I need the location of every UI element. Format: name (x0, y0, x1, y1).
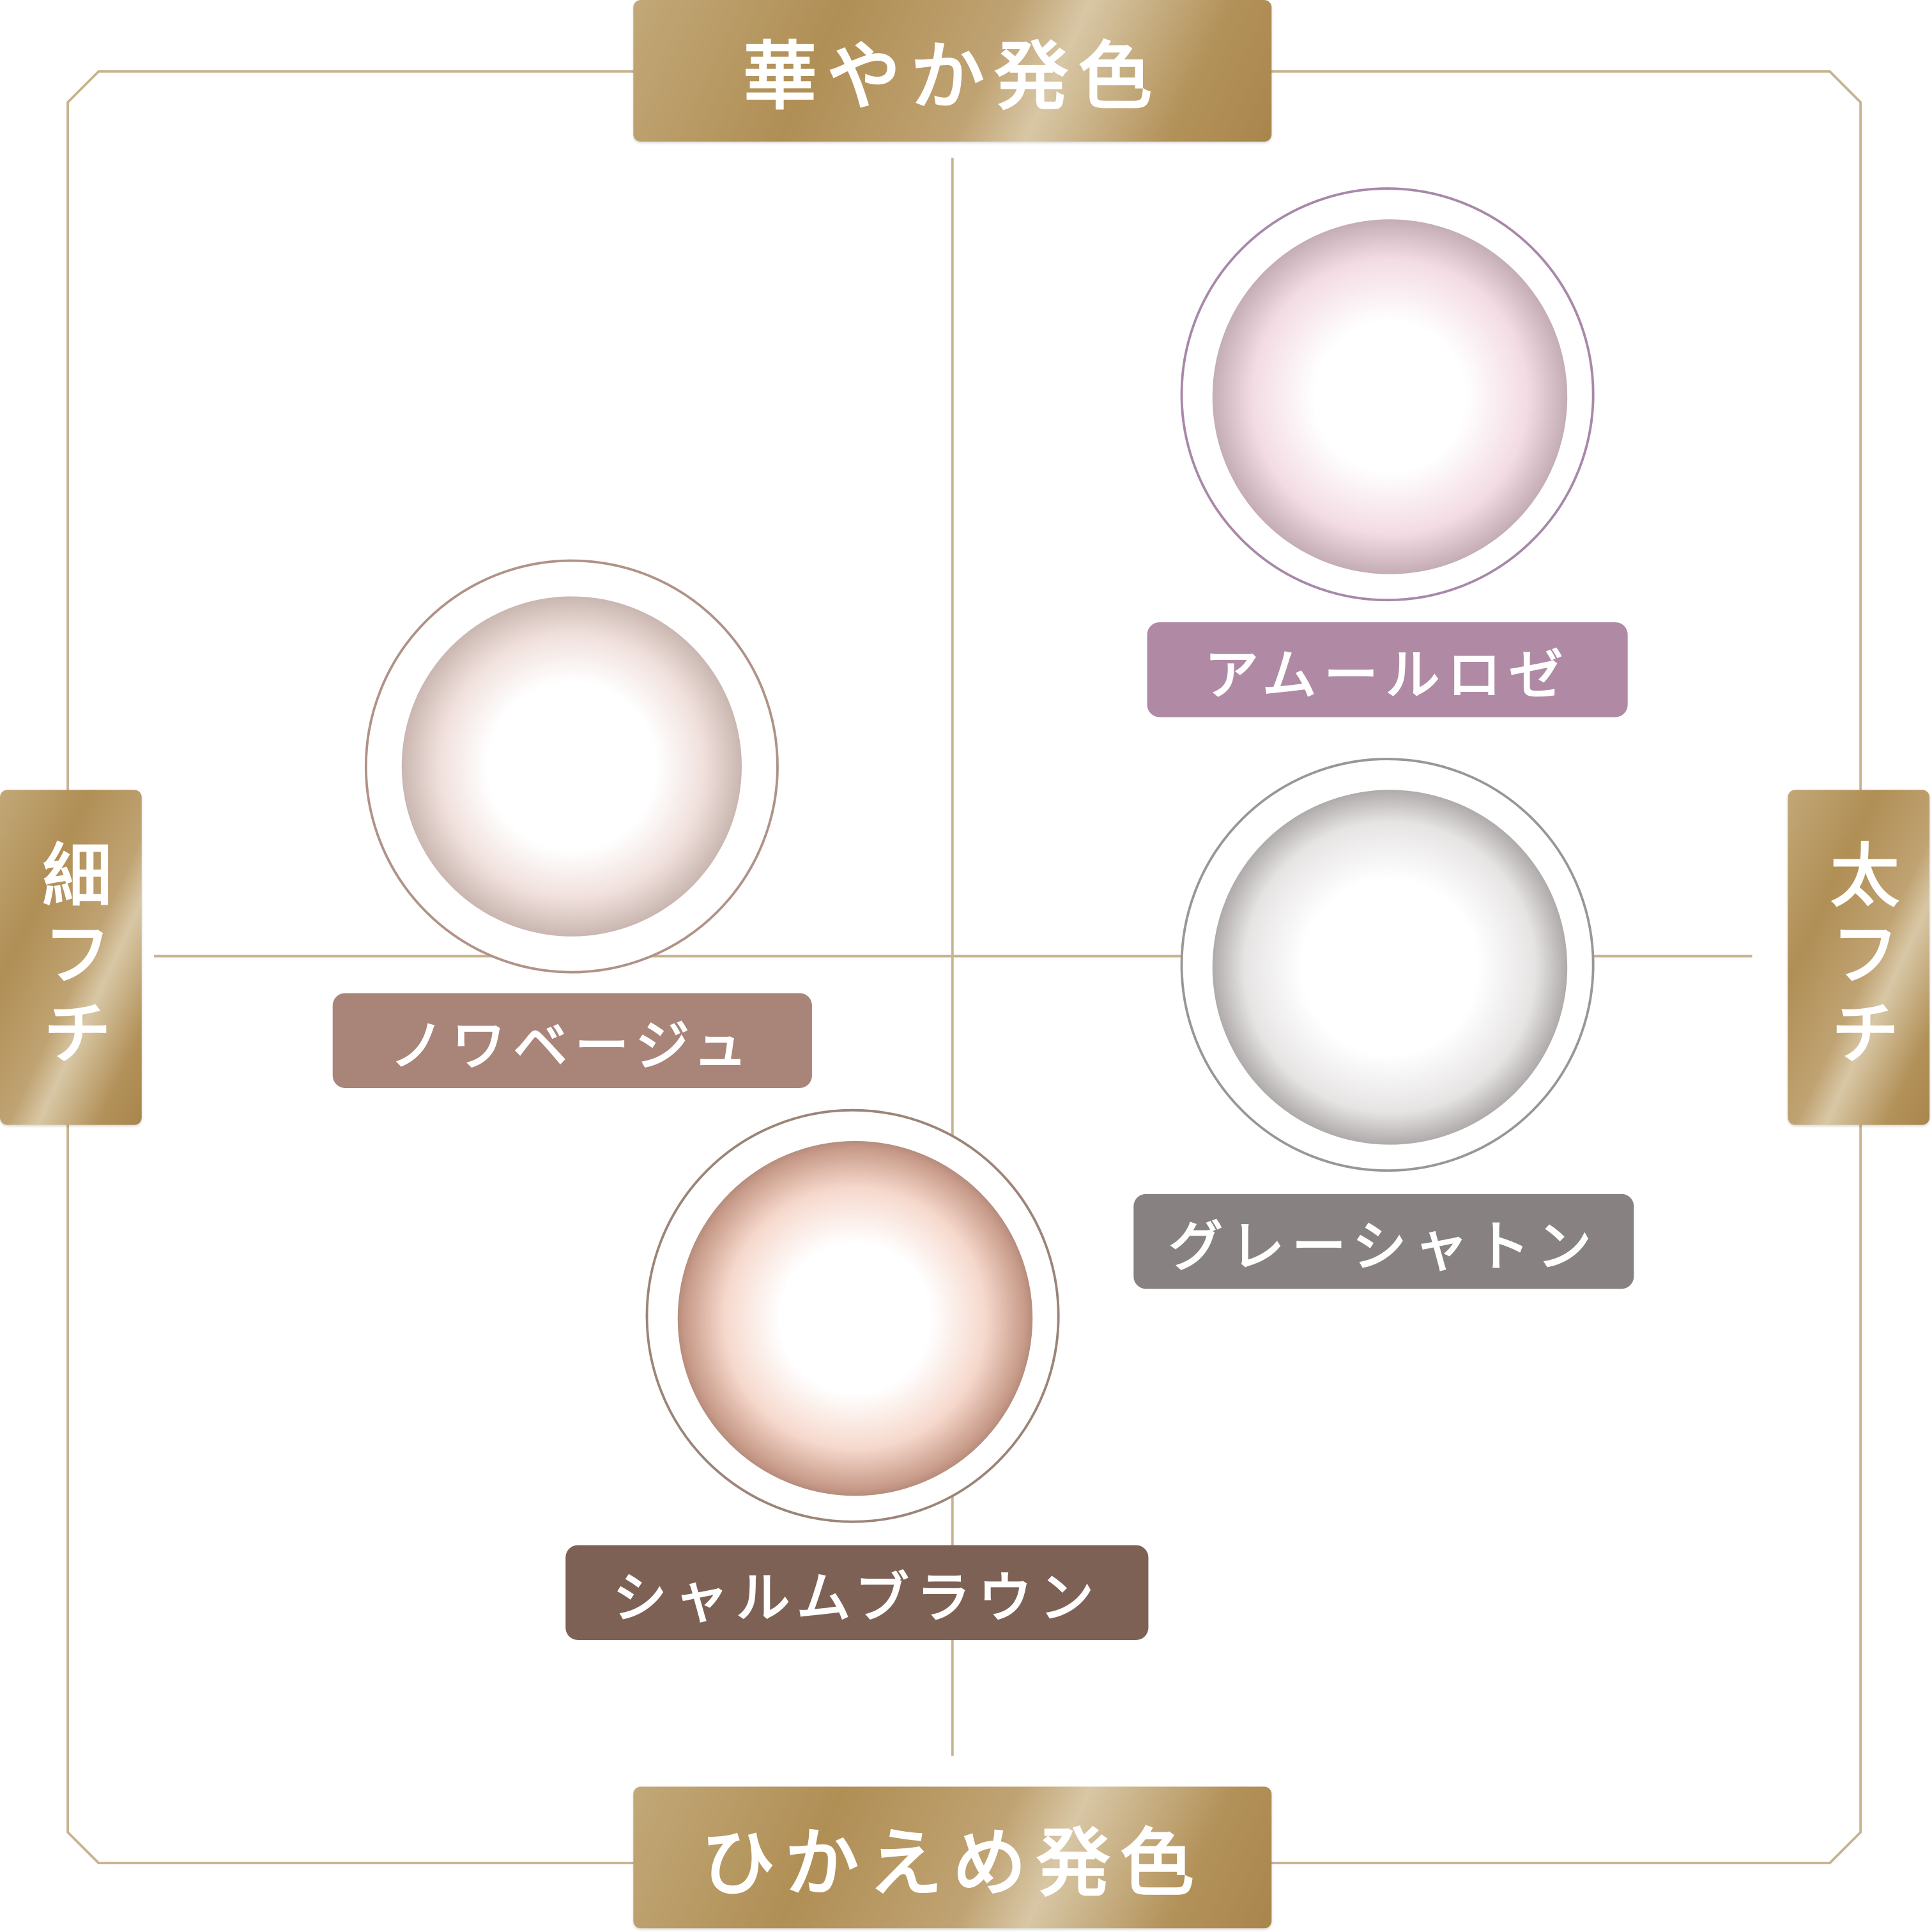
lens-amour-rose (1180, 187, 1595, 602)
lens-charme-brown (645, 1108, 1060, 1523)
axis-label-bottom: ひかえめ発色 (633, 1786, 1272, 1929)
axis-label-top: 華やか発色 (633, 0, 1272, 142)
axis-label-right: 太フチ (1788, 790, 1930, 1125)
label-charme-brown: シャルムブラウン (565, 1545, 1149, 1640)
horizontal-axis (154, 954, 1752, 958)
label-grey-chaton: グレーシャトン (1133, 1193, 1634, 1289)
label-amour-rose: アムールロゼ (1147, 622, 1628, 717)
axis-label-left: 細フチ (0, 790, 142, 1125)
lens-noir-beige (364, 559, 779, 974)
lens-grey-chaton (1180, 758, 1595, 1172)
label-noir-beige: ノワベージュ (332, 993, 812, 1088)
